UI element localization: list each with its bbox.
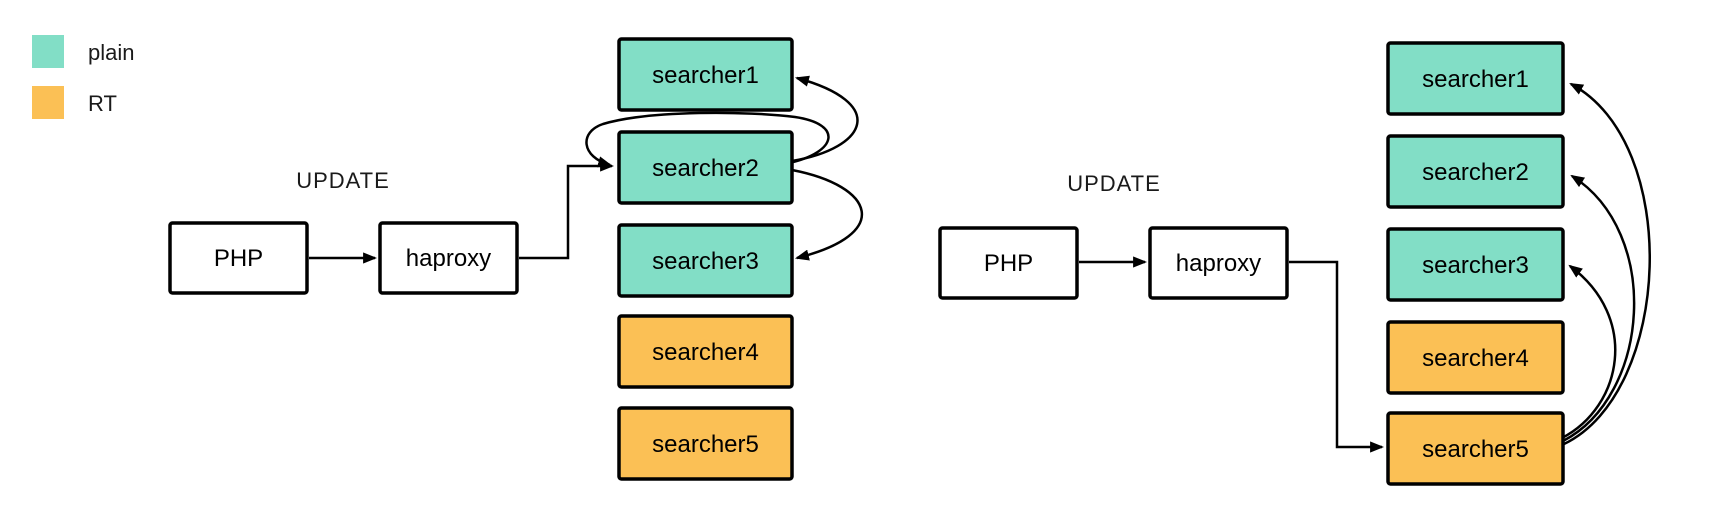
searcher3-label-left: searcher3 bbox=[652, 248, 759, 275]
searcher5-box-right bbox=[1386, 411, 1565, 486]
searcher1-label-right: searcher1 bbox=[1422, 66, 1529, 93]
searcher1-label-left: searcher1 bbox=[652, 62, 759, 89]
edge-searcher5-searcher1-right bbox=[1563, 82, 1651, 446]
legend-swatch-plain bbox=[32, 35, 64, 68]
legend-label-plain: plain bbox=[88, 40, 134, 65]
searcher5-label-right: searcher5 bbox=[1422, 436, 1529, 463]
edge-searcher2-searcher1-left bbox=[791, 75, 859, 163]
edge-searcher2-searcher3-left bbox=[791, 168, 863, 261]
edge-searcher5-searcher2-right bbox=[1562, 174, 1636, 443]
legend-label-rt: RT bbox=[88, 91, 117, 116]
php-box-left bbox=[168, 221, 309, 295]
haproxy-box-right bbox=[1148, 226, 1289, 300]
left-diagram: UPDATE PHP haproxy searcher1 searcher2 s… bbox=[168, 37, 863, 481]
php-label-left: PHP bbox=[214, 245, 263, 272]
haproxy-label-right: haproxy bbox=[1176, 250, 1261, 277]
searcher2-label-right: searcher2 bbox=[1422, 159, 1529, 186]
legend-swatch-rt bbox=[32, 86, 64, 119]
legend: plain RT bbox=[32, 35, 134, 119]
searcher2-box-left bbox=[617, 130, 794, 205]
edge-haproxy-searcher2-left bbox=[519, 160, 615, 260]
update-label-right: UPDATE bbox=[1067, 171, 1161, 196]
php-box-right bbox=[938, 226, 1079, 300]
searcher2-box-right bbox=[1386, 134, 1565, 209]
update-label-left: UPDATE bbox=[296, 168, 390, 193]
edge-searcher5-searcher3-right bbox=[1561, 264, 1617, 440]
searcher4-box-right bbox=[1386, 320, 1565, 395]
edge-searcher2-selfloop-left bbox=[585, 111, 830, 168]
searcher2-label-left: searcher2 bbox=[652, 155, 759, 182]
searcher5-label-left: searcher5 bbox=[652, 431, 759, 458]
searcher4-box-left bbox=[617, 314, 794, 389]
right-diagram: UPDATE PHP haproxy searcher1 searcher2 s… bbox=[938, 41, 1651, 486]
searcher3-box-right bbox=[1386, 227, 1565, 302]
searcher1-box-right bbox=[1386, 41, 1565, 116]
haproxy-box-left bbox=[378, 221, 519, 295]
haproxy-label-left: haproxy bbox=[406, 245, 491, 272]
searcher5-box-left bbox=[617, 406, 794, 481]
searcher4-label-left: searcher4 bbox=[652, 339, 759, 366]
searcher1-box-left bbox=[617, 37, 794, 112]
searcher4-label-right: searcher4 bbox=[1422, 345, 1529, 372]
edge-haproxy-searcher5-right bbox=[1289, 260, 1385, 453]
searcher3-label-right: searcher3 bbox=[1422, 252, 1529, 279]
searcher3-box-left bbox=[617, 223, 794, 298]
php-label-right: PHP bbox=[984, 250, 1033, 277]
